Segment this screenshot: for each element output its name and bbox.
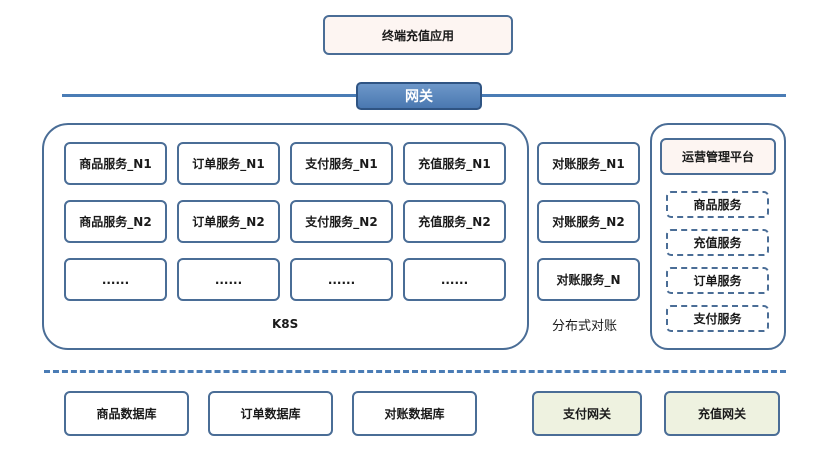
reconcile-service-box: 对账服务_N — [537, 258, 640, 301]
terminal-recharge-app-box: 终端充值应用 — [323, 15, 513, 55]
k8s-group — [42, 123, 529, 350]
payment-gateway-box: 支付网关 — [532, 391, 642, 436]
recharge-gateway-box: 充值网关 — [664, 391, 780, 436]
reconcile-label: 分布式对账 — [552, 319, 618, 334]
k8s-service-box: 充值服务_N1 — [403, 142, 506, 185]
gateway-box: 网关 — [356, 82, 482, 110]
ops-service-box: 充值服务 — [666, 229, 769, 256]
reconcile-service-box: 对账服务_N1 — [537, 142, 640, 185]
database-box: 对账数据库 — [352, 391, 477, 436]
ops-service-box: 支付服务 — [666, 305, 769, 332]
database-box: 商品数据库 — [64, 391, 189, 436]
k8s-label: K8S — [272, 317, 299, 331]
k8s-service-box: 充值服务_N2 — [403, 200, 506, 243]
k8s-service-box: ...... — [64, 258, 167, 301]
k8s-service-box: 订单服务_N1 — [177, 142, 280, 185]
ops-platform-title-box: 运营管理平台 — [660, 138, 776, 175]
data-layer-divider — [44, 370, 786, 373]
ops-service-box: 订单服务 — [666, 267, 769, 294]
k8s-service-box: ...... — [177, 258, 280, 301]
reconcile-service-box: 对账服务_N2 — [537, 200, 640, 243]
k8s-service-box: 支付服务_N2 — [290, 200, 393, 243]
ops-platform-group — [650, 123, 786, 350]
database-box: 订单数据库 — [208, 391, 333, 436]
k8s-service-box: 商品服务_N2 — [64, 200, 167, 243]
k8s-service-box: 商品服务_N1 — [64, 142, 167, 185]
k8s-service-box: ...... — [403, 258, 506, 301]
k8s-service-box: ...... — [290, 258, 393, 301]
k8s-service-box: 订单服务_N2 — [177, 200, 280, 243]
ops-service-box: 商品服务 — [666, 191, 769, 218]
k8s-service-box: 支付服务_N1 — [290, 142, 393, 185]
